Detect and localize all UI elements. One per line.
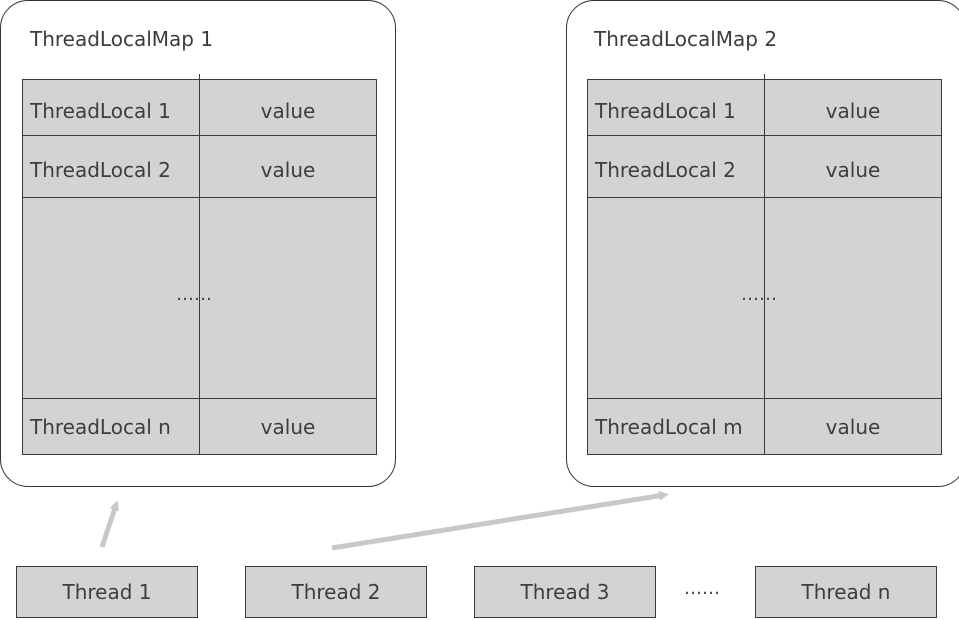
threadlocalmap-1-title: ThreadLocalMap 1 xyxy=(30,27,214,51)
map2-row1-value: value xyxy=(825,99,881,123)
map1-row3-value: value xyxy=(260,415,316,439)
map2-row2-key: ThreadLocal 2 xyxy=(595,158,736,182)
map1-row2-value: value xyxy=(260,158,316,182)
thread-2-box: Thread 2 xyxy=(245,566,427,618)
threadlocalmap-1-table: ThreadLocal 1 value ThreadLocal 2 value … xyxy=(22,74,377,455)
thread-3-box: Thread 3 xyxy=(474,566,656,618)
thread1-to-map1-arrow xyxy=(99,500,120,548)
threadlocalmap-2-title: ThreadLocalMap 2 xyxy=(594,27,778,51)
map2-ellipsis: …… xyxy=(741,284,777,305)
map1-row1-value: value xyxy=(260,99,316,123)
map1-row2-key: ThreadLocal 2 xyxy=(30,158,171,182)
column-divider xyxy=(199,74,200,454)
thread-n-box: Thread n xyxy=(755,566,937,618)
map2-row3-key: ThreadLocal m xyxy=(595,415,743,439)
column-divider xyxy=(764,74,765,454)
thread2-to-map2-arrow xyxy=(331,490,669,551)
map1-row1-key: ThreadLocal 1 xyxy=(30,99,171,123)
map2-row3-value: value xyxy=(825,415,881,439)
thread-1-box: Thread 1 xyxy=(16,566,198,618)
threadlocalmap-2-table: ThreadLocal 1 value ThreadLocal 2 value … xyxy=(587,74,942,455)
map1-row3-key: ThreadLocal n xyxy=(30,415,171,439)
map1-ellipsis: …… xyxy=(176,284,212,305)
threads-ellipsis: …… xyxy=(684,578,720,599)
map2-row2-value: value xyxy=(825,158,881,182)
map2-row1-key: ThreadLocal 1 xyxy=(595,99,736,123)
